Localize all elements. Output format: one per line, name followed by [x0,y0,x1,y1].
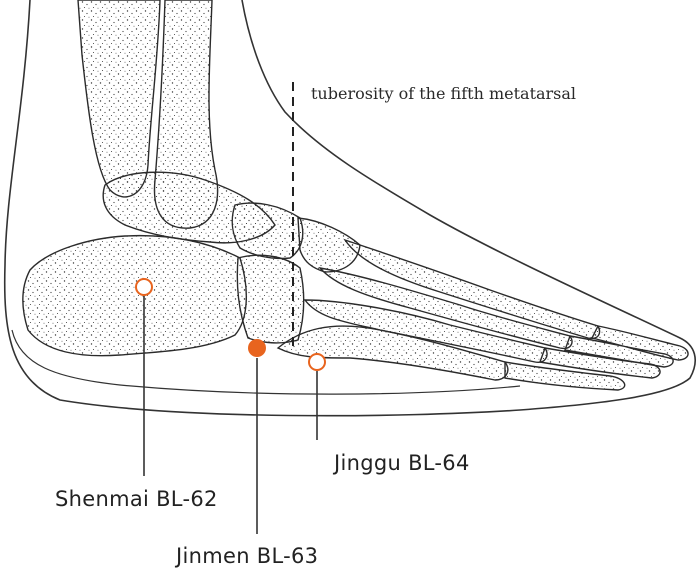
bones [22,0,689,391]
toe-phalanges [504,325,689,391]
jinggu-point-marker [308,353,326,371]
jinggu-label: Jinggu BL-64 [334,451,470,475]
heel-pad-line [11,329,521,395]
calcaneus-bone [22,234,248,357]
skin-outline [3,0,696,417]
shenmai-label: Shenmai BL-62 [55,487,218,511]
jinmen-point-marker [248,339,266,357]
shenmai-point-marker [135,278,153,296]
tibia-bone [77,0,161,198]
jinmen-label: Jinmen BL-63 [176,544,319,568]
tuberosity-annotation: tuberosity of the fifth metatarsal [311,84,577,103]
cuneiform-bones [297,217,361,273]
navicular-bone [231,202,304,260]
